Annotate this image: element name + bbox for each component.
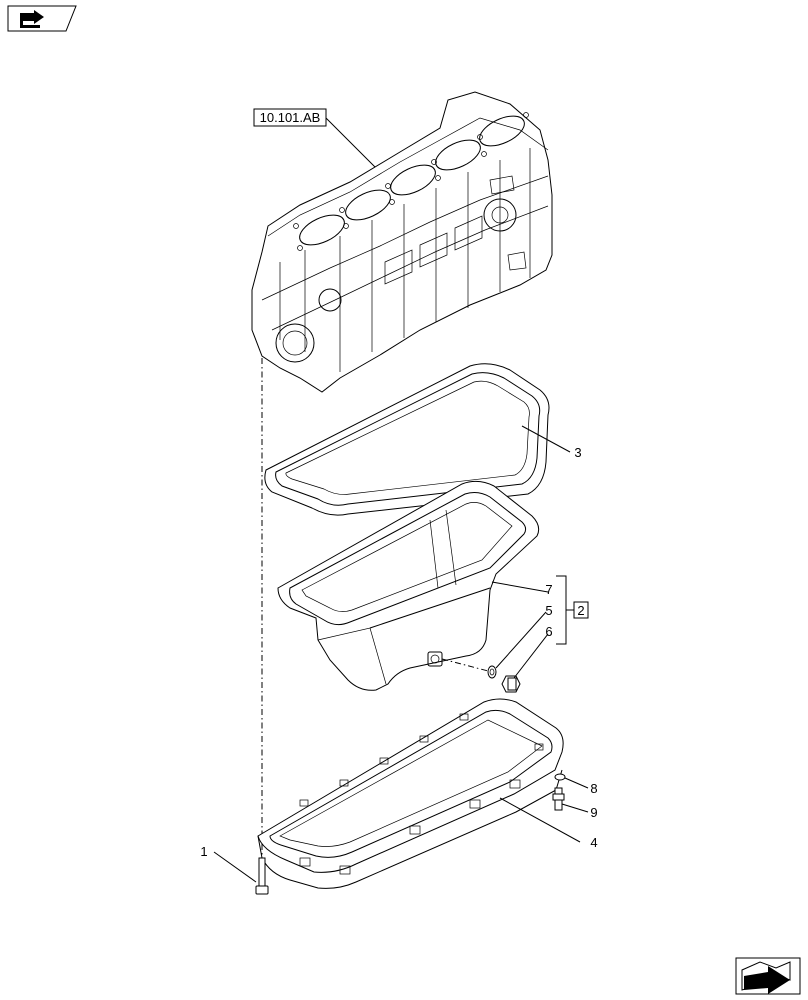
drain-plug bbox=[501, 675, 521, 693]
callout-1: 1 bbox=[200, 844, 207, 859]
leader-5 bbox=[495, 611, 547, 669]
group-box[interactable]: 2 bbox=[573, 601, 589, 619]
callout-2: 2 bbox=[577, 603, 584, 618]
callout-8: 8 bbox=[590, 781, 597, 796]
engine-block bbox=[251, 91, 553, 393]
stud-washer bbox=[554, 773, 566, 781]
leader-3 bbox=[521, 425, 571, 453]
leader-4 bbox=[499, 797, 581, 843]
drain-alignment-line bbox=[441, 658, 493, 673]
callout-4: 4 bbox=[590, 835, 597, 850]
oil-pan bbox=[277, 480, 540, 691]
leader-8 bbox=[564, 777, 589, 789]
leader-1 bbox=[213, 851, 257, 883]
next-page-arrow-icon[interactable] bbox=[735, 957, 801, 995]
book-arrow-icon[interactable] bbox=[7, 5, 77, 32]
stud bbox=[552, 787, 565, 811]
group-bracket bbox=[556, 575, 567, 645]
callout-6: 6 bbox=[545, 624, 552, 639]
callout-9: 9 bbox=[590, 805, 597, 820]
leader-7 bbox=[491, 581, 549, 593]
bolt bbox=[255, 857, 269, 895]
callout-5: 5 bbox=[545, 603, 552, 618]
oil-pan-gasket bbox=[264, 363, 550, 516]
leader-6 bbox=[513, 633, 549, 679]
callout-3: 3 bbox=[574, 445, 581, 460]
reference-label-box[interactable]: 10.101.AB bbox=[253, 108, 327, 127]
oil-pan-frame bbox=[257, 698, 564, 889]
drain-washer bbox=[487, 665, 497, 679]
callout-7: 7 bbox=[545, 582, 552, 597]
leader-9 bbox=[561, 803, 589, 813]
reference-label: 10.101.AB bbox=[260, 110, 321, 125]
reference-leader bbox=[325, 117, 377, 169]
